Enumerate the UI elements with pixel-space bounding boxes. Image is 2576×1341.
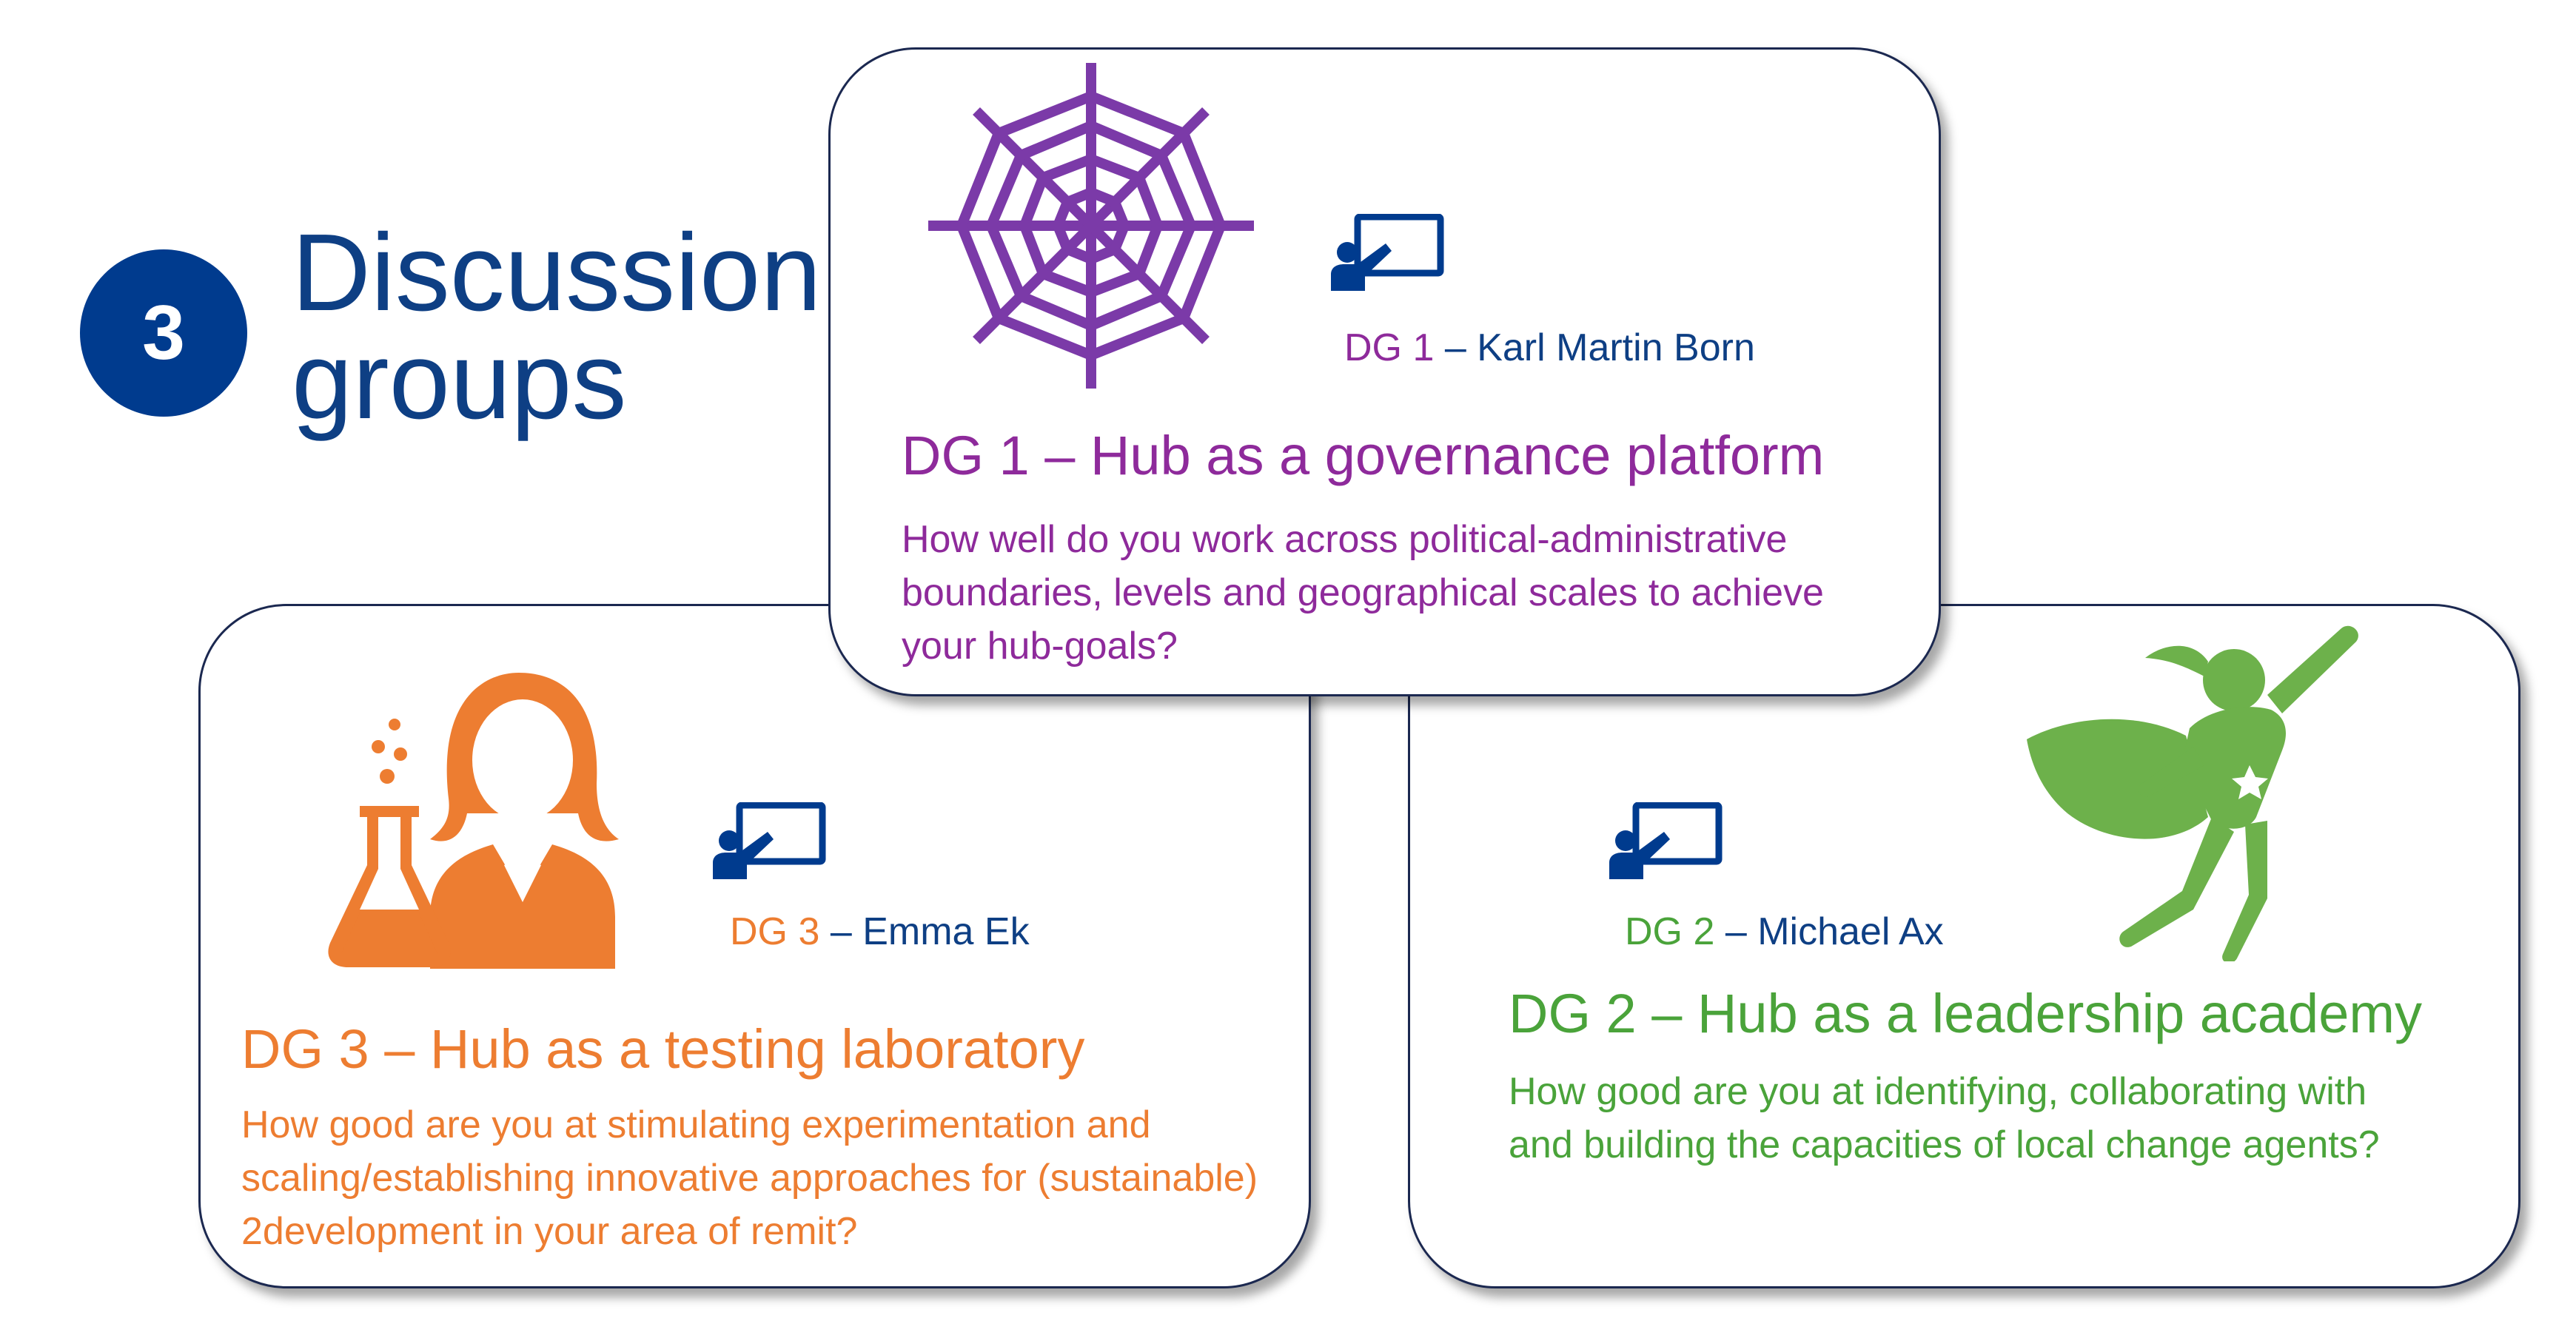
scientist-icon (328, 673, 619, 969)
card-dg2: DG 2 – Michael Ax DG 2 – Hub as a leader… (1408, 604, 2520, 1288)
lead-name: Karl Martin Born (1477, 326, 1755, 369)
lead-prefix: DG 1 (1344, 326, 1435, 369)
card-dg1: DG 1 – Karl Martin Born DG 1 – Hub as a … (828, 47, 1941, 696)
presenter-icon (1609, 802, 1723, 879)
lead-prefix: DG 2 (1625, 910, 1715, 953)
section-title: Discussion groups (292, 212, 822, 442)
superhero-icon (2027, 625, 2358, 961)
lead-label: DG 3 – Emma Ek (730, 910, 1030, 954)
card-dg3: DG 3 – Emma Ek DG 3 – Hub as a testing l… (198, 604, 1311, 1288)
lead-name: Emma Ek (862, 910, 1030, 953)
presenter-icon (713, 802, 826, 879)
lead-separator: – (1714, 910, 1758, 953)
card-title: DG 2 – Hub as a leadership academy (1509, 983, 2423, 1044)
card-question: How good are you at identifying, collabo… (1509, 1070, 2380, 1166)
section-number-badge: 3 (80, 249, 247, 417)
lead-separator: – (819, 910, 863, 953)
section-number: 3 (142, 289, 185, 376)
lead-name: Michael Ax (1757, 910, 1944, 953)
card-title: DG 1 – Hub as a governance platform (902, 425, 1825, 486)
card-title: DG 3 – Hub as a testing laboratory (241, 1018, 1085, 1080)
lead-label: DG 1 – Karl Martin Born (1344, 326, 1755, 370)
lead-label: DG 2 – Michael Ax (1625, 910, 1944, 954)
lead-separator: – (1434, 326, 1477, 369)
card-question: How well do you work across political-ad… (902, 518, 1824, 668)
spider-web-icon (928, 63, 1254, 389)
lead-prefix: DG 3 (730, 910, 820, 953)
presenter-icon (1331, 214, 1444, 291)
card-question: How good are you at stimulating experime… (241, 1103, 1258, 1253)
